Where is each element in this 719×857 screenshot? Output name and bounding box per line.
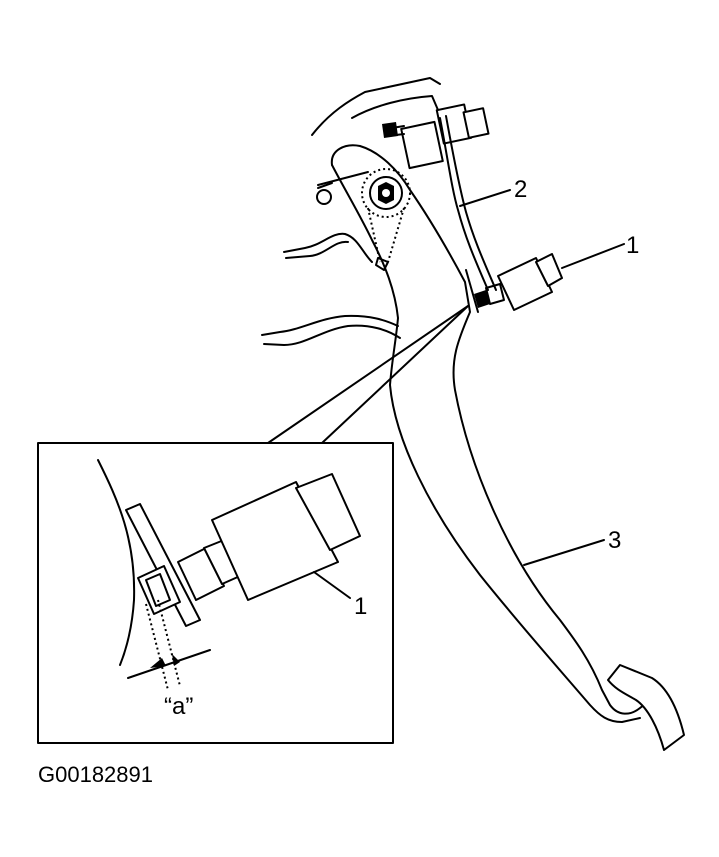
callout-1: 1 [626,232,639,259]
detail-inset [37,442,394,744]
figure-code: G00182891 [38,762,153,787]
callout-2: 2 [514,176,527,203]
inset-callout-1: 1 [354,593,367,620]
gap-dimension-label: “a” [164,693,193,720]
callout-3: 3 [608,527,621,554]
detail-pointer [267,305,469,444]
pedal-assembly [261,77,685,751]
